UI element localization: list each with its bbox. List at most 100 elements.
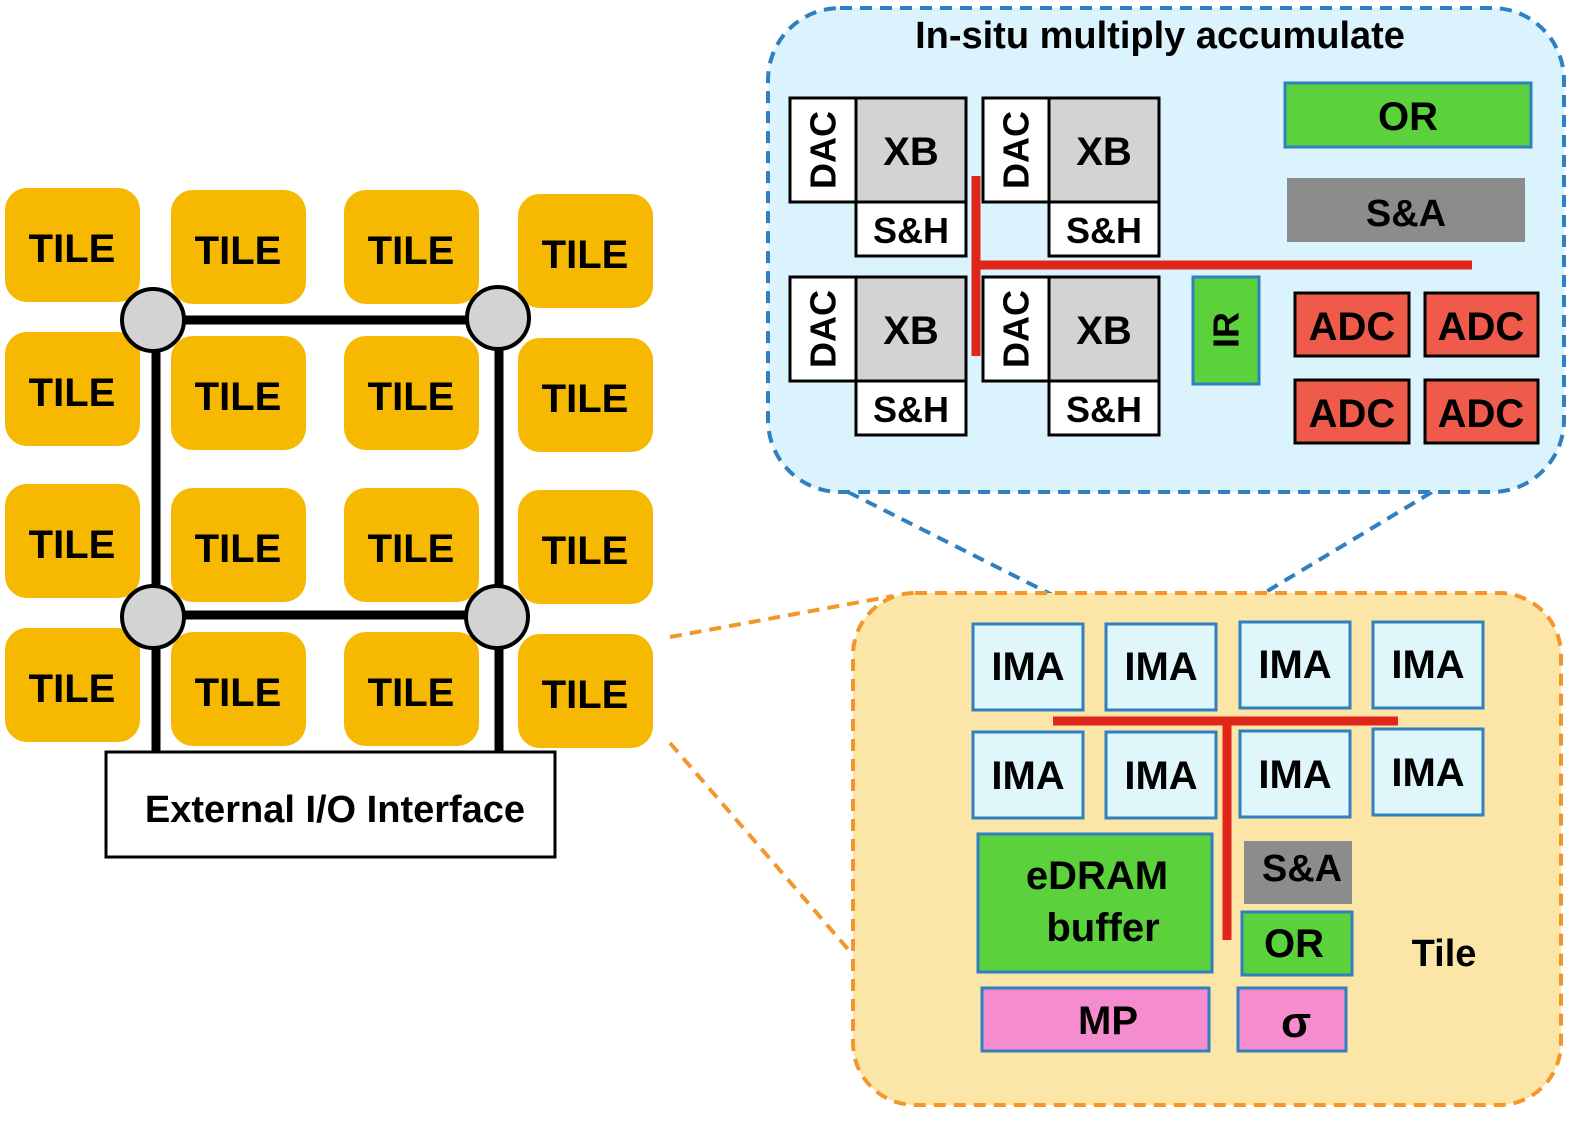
tile [171,488,306,602]
mp-label: MP [1078,999,1138,1043]
tile-label: TILE [29,667,116,711]
tile-zoom-line [669,594,894,639]
router-node [464,584,530,650]
tile [5,484,140,598]
router-node [120,584,186,650]
edram-label-line2: buffer [1046,906,1159,950]
xb-label: XB [883,309,939,353]
crossbar-unit: DAC XB S&H [788,96,968,258]
or-block [1283,81,1533,149]
tile-label: TILE [542,233,629,277]
tile [5,628,140,742]
tile [171,632,306,746]
tile-label: TILE [368,671,455,715]
ima-block [971,622,1085,712]
ima-label: IMA [1391,751,1464,795]
sh-block [854,200,968,258]
ima-label: IMA [1124,754,1197,798]
or-label: OR [1378,95,1438,139]
dac-label: DAC [803,111,844,189]
external-io-label: External I/O Interface [145,789,525,831]
edram-buffer-block [976,832,1214,974]
chip-mesh: TILE TILE TILE TILE TILE TILE TILE TILE … [5,188,653,859]
xb-block [1047,275,1161,383]
ima-label: IMA [991,645,1064,689]
tile [344,488,479,602]
mp-block [980,986,1211,1053]
sh-block [1047,200,1161,258]
sh-block [854,379,968,437]
edram-label-line1: eDRAM [1026,854,1168,898]
ima-block [971,730,1085,820]
dac-label: DAC [996,290,1037,368]
adc-block [1293,291,1411,358]
sa-block [1287,178,1525,242]
tile [518,338,653,452]
xb-label: XB [1076,130,1132,174]
tile-label: TILE [542,529,629,573]
tile [5,188,140,302]
ima-label: IMA [1124,645,1197,689]
sigma-block [1236,986,1348,1053]
xb-block [854,96,968,204]
tile-label: TILE [29,523,116,567]
adc-label: ADC [1438,392,1525,436]
tile-labels: TILE TILE TILE TILE TILE TILE TILE TILE … [29,227,629,717]
tile [5,332,140,446]
sh-label: S&H [1066,389,1142,430]
ima-block [1238,620,1352,710]
adc-block [1423,291,1540,358]
tile [344,336,479,450]
sh-label: S&H [1066,210,1142,251]
crossbar-unit: DAC XB S&H [981,275,1161,437]
ir-block [1191,275,1261,386]
tile-label: TILE [542,673,629,717]
adc-label: ADC [1438,305,1525,349]
ima-label: IMA [1258,753,1331,797]
sh-label: S&H [873,389,949,430]
ima-panel-title: In-situ multiply accumulate [915,15,1405,57]
tile [344,632,479,746]
xb-block [1047,96,1161,204]
sa-label: S&A [1366,193,1446,235]
tile-label: TILE [29,227,116,271]
tile-zoom-line [668,741,855,957]
router-node [465,285,531,351]
tile-detail-panel: IMA IMA IMA IMA IMA IMA IMA IMA eDRAM bu… [851,591,1563,1107]
tile-label: TILE [195,229,282,273]
ir-label: IR [1206,312,1247,348]
external-io-interface [104,750,557,859]
ima-label: IMA [991,754,1064,798]
tile [518,490,653,604]
ima-block [1238,729,1352,819]
crossbar-unit: DAC XB S&H [981,96,1161,258]
tile-label: TILE [195,671,282,715]
ima-label: IMA [1258,643,1331,687]
tile-label: TILE [542,377,629,421]
tile [344,190,479,304]
xb-label: XB [883,130,939,174]
tile-or-label: OR [1264,922,1324,966]
adc-block [1423,378,1540,445]
adc-label: ADC [1309,305,1396,349]
ima-block [1104,730,1218,820]
tile-caption: Tile [1412,933,1477,975]
tile [518,634,653,748]
dac-block [788,275,858,383]
tile-or-block [1240,910,1354,977]
tile-label: TILE [195,527,282,571]
dac-block [981,275,1051,383]
xb-block [854,275,968,383]
sigma-label: σ [1281,998,1311,1047]
tile-label: TILE [368,527,455,571]
tile [518,194,653,308]
xb-label: XB [1076,309,1132,353]
crossbar-unit: DAC XB S&H [788,275,968,437]
router-node [120,287,186,353]
dac-block [981,96,1051,204]
ima-block [1371,620,1485,710]
ima-block [1104,622,1218,712]
adc-block [1293,378,1411,445]
ima-detail-panel: In-situ multiply accumulate DAC XB S&H D… [766,6,1566,494]
sh-block [1047,379,1161,437]
